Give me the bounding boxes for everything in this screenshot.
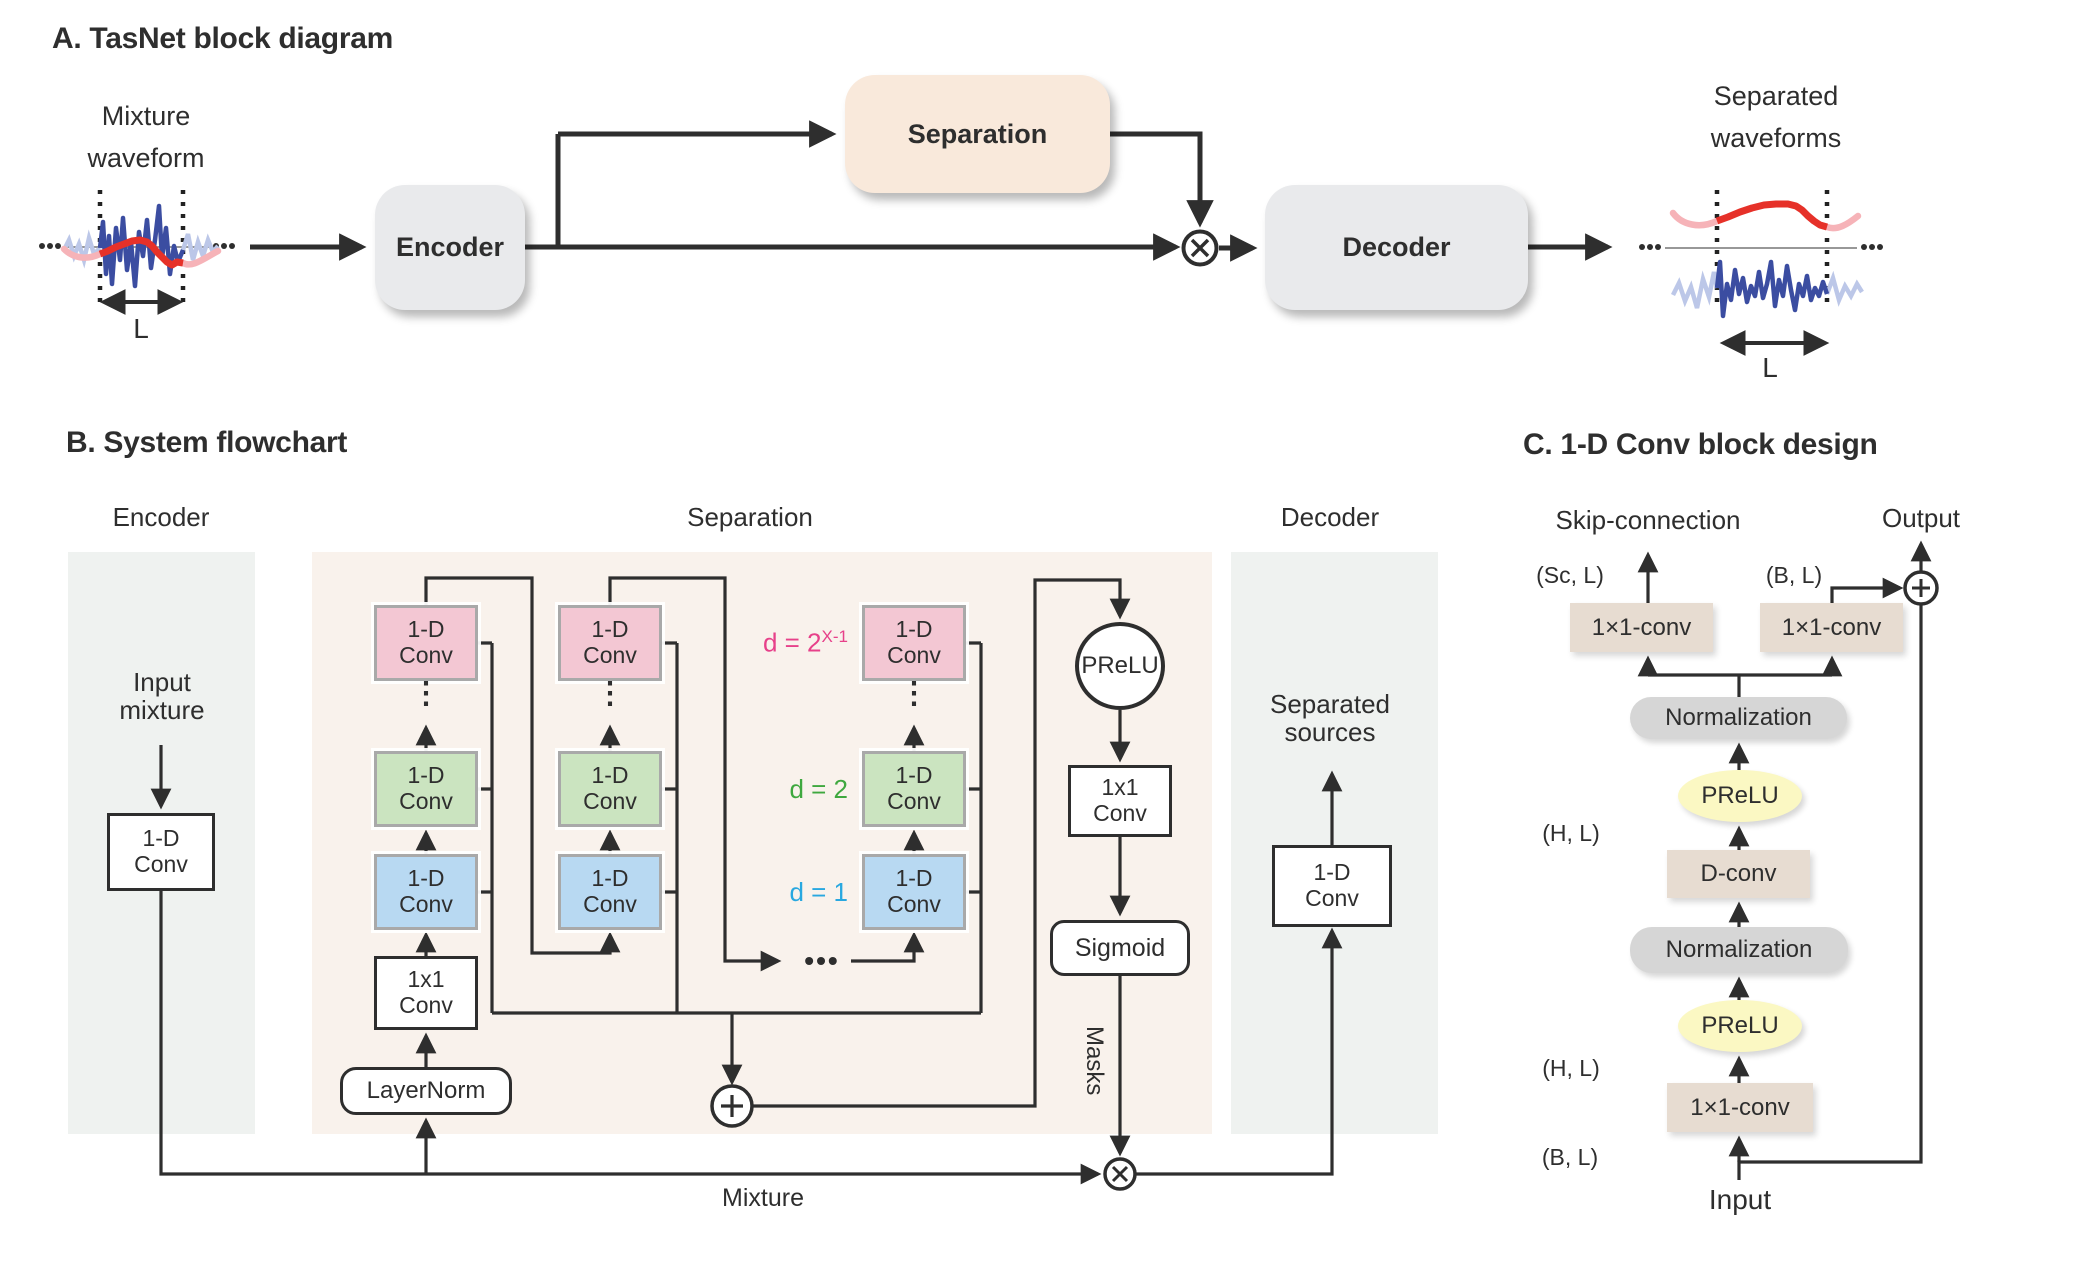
decoder-block-label: Decoder	[1342, 232, 1451, 262]
conv1d-block-col2-mid: 1-D Conv	[558, 751, 662, 827]
conv1d-block-col3-top: 1-D Conv	[862, 605, 966, 681]
encoder-conv1d-block: 1-D Conv	[107, 813, 215, 891]
dim-label-h-l-mid: (H, L)	[1542, 1055, 1600, 1081]
dim-label-b-l-top: (B, L)	[1765, 562, 1823, 588]
vertical-ellipsis-col3: ⋮	[899, 677, 929, 710]
panel-b-title: B. System flowchart	[66, 426, 348, 459]
decoder-column-header: Decoder	[1280, 502, 1380, 532]
dim-label-sc-l: (Sc, L)	[1536, 562, 1604, 588]
dim-label-h-l-top: (H, L)	[1542, 820, 1600, 846]
mixture-waveform	[39, 190, 235, 315]
output-label: Output	[1881, 503, 1961, 533]
dilation-label-bottom: d = 1	[789, 877, 848, 907]
dim-label-b-l-bottom: (B, L)	[1541, 1144, 1599, 1170]
encoder-block: Encoder	[375, 185, 525, 310]
frame-length-label-left: L	[133, 313, 149, 344]
dilation-top-exponent: X-1	[821, 627, 848, 646]
vertical-ellipsis-col1: ⋮	[411, 677, 441, 710]
separated-waveforms-label: Separated waveforms	[1710, 81, 1842, 153]
conv1d-block-col1-mid: 1-D Conv	[374, 751, 478, 827]
skip-conv1x1-block: 1×1-conv	[1570, 603, 1713, 652]
mask-conv1x1-block: 1x1 Conv	[1068, 765, 1172, 837]
prelu-node-b: PReLU	[1075, 622, 1165, 710]
conv1d-block-col2-bottom: 1-D Conv	[558, 854, 662, 930]
dilation-label-top: d = 2X-1	[698, 627, 848, 659]
bottleneck-conv1x1-block: 1x1 Conv	[374, 956, 478, 1030]
dilation-top-base: d = 2	[762, 627, 822, 658]
decoder-column-panel	[1231, 552, 1438, 1134]
skip-connection-label: Skip-connection	[1555, 505, 1741, 535]
normalization-top-block: Normalization	[1630, 697, 1847, 739]
multiply-node-b	[1103, 1157, 1137, 1191]
depthwise-conv-block: D-conv	[1667, 850, 1810, 898]
separated-sources-label: Separated sources	[1270, 689, 1390, 748]
input-conv1x1-block: 1×1-conv	[1667, 1083, 1813, 1132]
prelu-top-node: PReLU	[1678, 770, 1802, 822]
prelu-bottom-node: PReLU	[1678, 1000, 1802, 1052]
frame-length-label-right: L	[1762, 352, 1778, 383]
panel-c-title: C. 1-D Conv block design	[1523, 428, 1878, 461]
sigmoid-block: Sigmoid	[1050, 920, 1190, 976]
conv1d-block-col1-bottom: 1-D Conv	[374, 854, 478, 930]
horizontal-ellipsis-blocks: •••	[804, 945, 840, 976]
mixture-waveform-label: Mixture waveform	[87, 101, 205, 173]
decoder-block: Decoder	[1265, 185, 1528, 310]
vertical-ellipsis-col2: ⋮	[595, 677, 625, 710]
conv1d-block-col2-top: 1-D Conv	[558, 605, 662, 681]
input-label: Input	[1708, 1184, 1772, 1215]
conv1d-block-col3-mid: 1-D Conv	[862, 751, 966, 827]
output-conv1x1-block: 1×1-conv	[1760, 603, 1903, 652]
decoder-conv1d-block: 1-D Conv	[1272, 845, 1392, 927]
separation-column-header: Separation	[687, 502, 813, 532]
input-mixture-label: Input mixture	[119, 667, 205, 726]
conv1d-block-col1-top: 1-D Conv	[374, 605, 478, 681]
separation-block: Separation	[845, 75, 1110, 193]
conv1d-block-col3-bottom: 1-D Conv	[862, 854, 966, 930]
encoder-block-label: Encoder	[395, 232, 505, 262]
sum-node-c	[1903, 570, 1939, 606]
separated-waveforms	[1639, 190, 1883, 356]
separation-block-label: Separation	[907, 118, 1048, 149]
dilation-label-mid: d = 2	[789, 774, 848, 804]
encoder-column-header: Encoder	[112, 502, 210, 532]
normalization-mid-block: Normalization	[1630, 927, 1848, 973]
layernorm-block: LayerNorm	[340, 1067, 512, 1115]
multiply-node-a	[1181, 229, 1219, 267]
panel-a-title: A. TasNet block diagram	[52, 22, 393, 55]
masks-label: Masks	[1081, 1026, 1108, 1096]
mixture-line-label: Mixture	[722, 1184, 804, 1212]
